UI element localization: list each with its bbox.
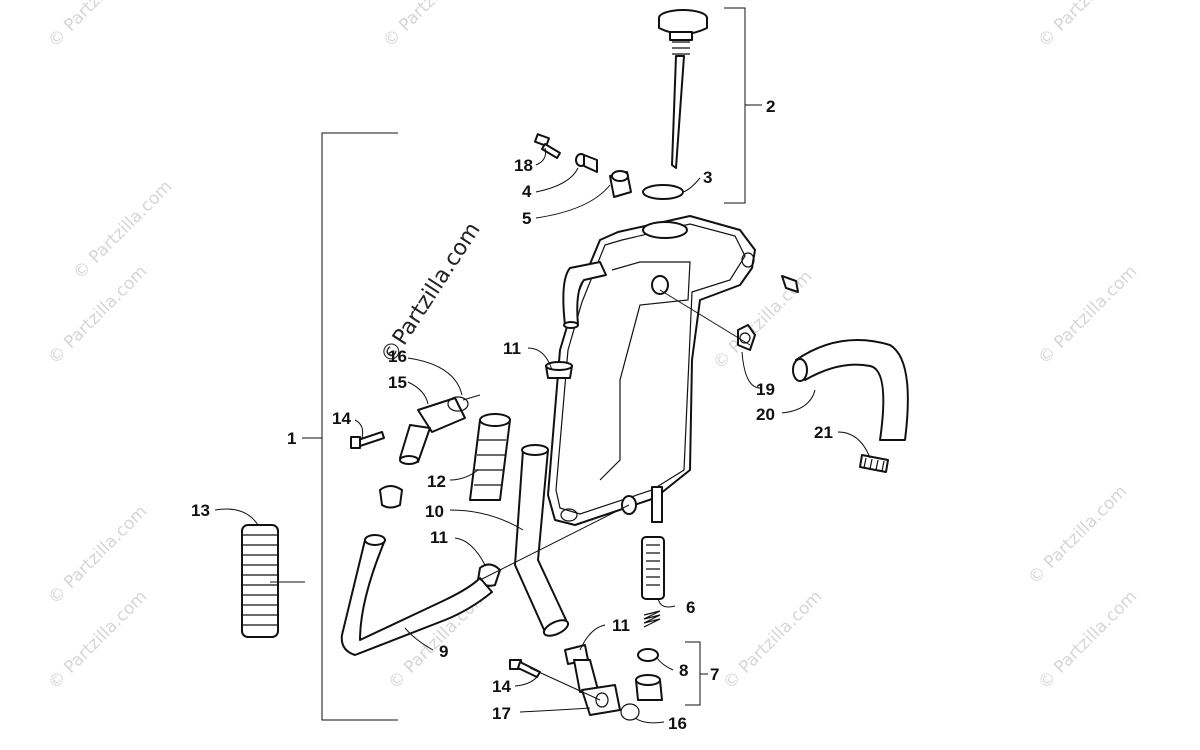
fitting-17[interactable] [573, 659, 621, 716]
callout-18: 18 [514, 156, 533, 175]
bolt-14-lower[interactable] [509, 659, 541, 678]
screen-filter-6[interactable] [641, 536, 665, 600]
assembly-brackets [302, 7, 762, 721]
bracket-1 [321, 132, 398, 721]
callout-7: 7 [710, 665, 719, 684]
callout-11-lower: 11 [612, 616, 630, 635]
assembly-lines [462, 289, 751, 701]
hose-10[interactable] [514, 444, 570, 639]
callout-labels: 1 2 3 4 5 6 7 8 9 10 11 11 11 12 13 14 1… [191, 97, 833, 733]
callout-11-mid: 11 [430, 528, 448, 547]
callout-16-lower: 16 [668, 714, 687, 733]
callout-13: 13 [191, 501, 210, 520]
strainer-stack-13[interactable] [241, 524, 279, 638]
callout-20: 20 [756, 405, 775, 424]
callout-14-lower: 14 [492, 677, 511, 696]
callout-2: 2 [766, 97, 775, 116]
gasket-16-upper[interactable] [447, 396, 469, 412]
callout-14-upper: 14 [332, 409, 351, 428]
callout-15: 15 [388, 373, 407, 392]
bracket-2 [724, 7, 746, 204]
callout-12: 12 [427, 472, 446, 491]
hose-sleeve-12[interactable] [469, 413, 511, 501]
vent-hose-20[interactable] [792, 339, 909, 441]
watermark: © Partzilla.com [44, 262, 151, 369]
grommet-5[interactable] [609, 170, 632, 198]
callout-17: 17 [492, 704, 511, 723]
watermark: © Partzilla.com [719, 587, 826, 694]
watermark: © Partzilla.com [1034, 587, 1141, 694]
callout-5: 5 [522, 209, 531, 228]
mount-bolt-18[interactable] [533, 133, 561, 159]
watermark: © Partzilla.com [1034, 262, 1141, 369]
callout-10: 10 [425, 502, 444, 521]
bolt-14-upper[interactable] [350, 431, 385, 449]
callout-3: 3 [703, 168, 712, 187]
fitting-15[interactable] [399, 397, 466, 465]
watermark: © Partzilla.com [44, 0, 151, 52]
tank-plug[interactable] [781, 275, 799, 293]
hose-clamp-19[interactable] [737, 324, 756, 351]
callout-9: 9 [439, 642, 448, 661]
gasket-16-lower[interactable] [620, 703, 640, 721]
callout-21: 21 [814, 423, 833, 442]
dipstick-o-ring[interactable] [642, 184, 684, 200]
vent-filter-21[interactable] [859, 454, 889, 473]
watermark: © Partzilla.com [69, 177, 176, 284]
watermark: © Partzilla.com [1034, 0, 1141, 52]
callout-19: 19 [756, 380, 775, 399]
callout-6: 6 [686, 598, 695, 617]
washer-8[interactable] [637, 648, 659, 662]
callout-11-upper: 11 [503, 339, 521, 358]
hose-clamp-11-mid[interactable] [379, 485, 403, 509]
callout-1: 1 [287, 429, 296, 448]
dipstick[interactable] [658, 9, 708, 169]
drain-plug-7[interactable] [635, 674, 663, 701]
washer-4[interactable] [575, 153, 598, 173]
leader-lines [214, 147, 871, 724]
callout-16-upper: 16 [388, 347, 407, 366]
watermark: © Partzilla.com [379, 0, 486, 52]
hose-clamp-11-upper[interactable] [545, 361, 573, 379]
hose-9[interactable] [340, 534, 493, 656]
main-watermark: ©Partzilla.com [376, 218, 486, 368]
watermark: © Partzilla.com [1024, 482, 1131, 589]
spring[interactable] [643, 610, 661, 628]
callout-8: 8 [679, 661, 688, 680]
callout-4: 4 [522, 182, 532, 201]
